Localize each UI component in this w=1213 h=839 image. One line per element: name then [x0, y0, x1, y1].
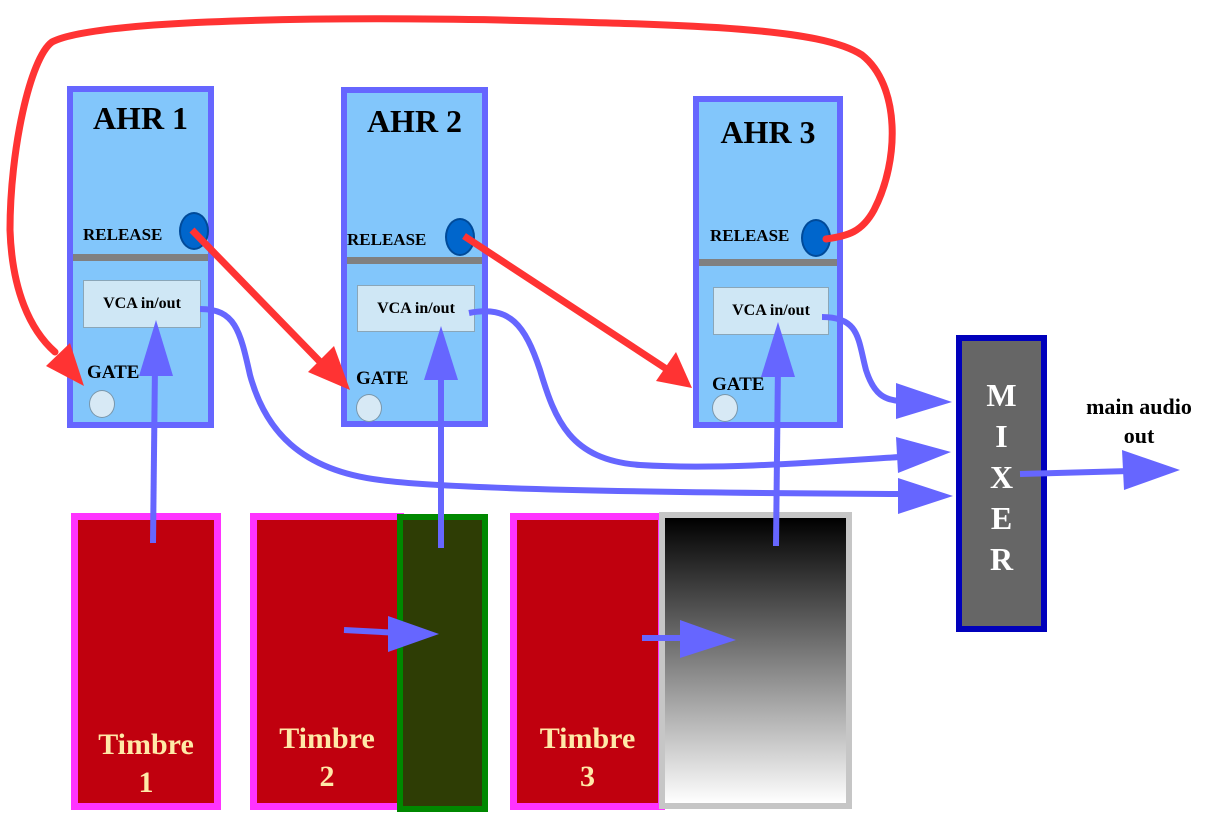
- release-2-to-gate-3-arrowhead: [656, 352, 692, 388]
- ahr-title: AHR 2: [366, 103, 463, 139]
- vca-in-out-box[interactable]: VCA in/out: [83, 280, 201, 328]
- gate-label: GATE: [87, 362, 140, 383]
- vca-in-out-box[interactable]: VCA in/out: [357, 285, 475, 332]
- timbre-label-line2: 1: [138, 766, 154, 799]
- gate-label: GATE: [356, 368, 409, 389]
- mixer-block: M I X E R: [956, 335, 1047, 632]
- timbre-label-line2: 2: [319, 760, 335, 793]
- timbre-3-gradient-block: [659, 512, 852, 809]
- vca-1-to-mixer-arrowhead: [898, 478, 953, 514]
- timbre-label-line1: Timbre: [98, 728, 194, 761]
- out-label-line1: main audio: [1086, 394, 1192, 419]
- mixer-letter: X: [989, 459, 1014, 495]
- module-divider: [699, 259, 837, 266]
- timbre-2-block: Timbre 2: [250, 513, 404, 810]
- release-knob[interactable]: [179, 212, 209, 250]
- timbre-label-line2: 3: [580, 760, 595, 793]
- ahr-module-1: AHR 1 RELEASE VCA in/out GATE: [67, 86, 214, 428]
- gate-jack[interactable]: [89, 390, 115, 418]
- release-knob[interactable]: [801, 219, 831, 257]
- mixer-letter: R: [989, 541, 1014, 577]
- release-label: RELEASE: [347, 230, 427, 249]
- module-divider: [73, 254, 208, 261]
- vca-in-out-box[interactable]: VCA in/out: [713, 287, 829, 335]
- ahr-title: AHR 1: [92, 100, 189, 136]
- mixer-letter: M: [986, 377, 1017, 413]
- timbre-label: Timbre 2: [257, 720, 397, 796]
- release-label: RELEASE: [83, 225, 163, 244]
- mixer-to-main-out-arrowhead: [1122, 450, 1180, 490]
- vca-3-to-mixer-arrowhead: [896, 383, 952, 419]
- release-knob[interactable]: [445, 218, 475, 256]
- release-label: RELEASE: [710, 226, 790, 245]
- gate-jack[interactable]: [712, 394, 738, 422]
- release-2-to-gate-3-wire: [462, 233, 670, 373]
- timbre-label-line1: Timbre: [539, 722, 636, 755]
- timbre-label-line1: Timbre: [279, 722, 375, 755]
- timbre-label: Timbre 3: [517, 720, 658, 796]
- mixer-letter: I: [995, 418, 1008, 454]
- timbre-label: Timbre 1: [78, 726, 214, 802]
- module-divider: [347, 257, 482, 264]
- gate-jack[interactable]: [356, 394, 382, 422]
- mixer-letter: E: [990, 500, 1013, 536]
- ahr-title: AHR 3: [720, 114, 816, 150]
- main-audio-out-label: main audio out: [1068, 392, 1210, 450]
- ahr-module-3: AHR 3 RELEASE VCA in/out GATE: [693, 96, 843, 428]
- timbre-1-block: Timbre 1: [71, 513, 221, 810]
- timbre-2-filter-bar: [397, 514, 488, 812]
- ahr-module-2: AHR 2 RELEASE VCA in/out GATE: [341, 87, 488, 427]
- timbre-3-block: Timbre 3: [510, 513, 665, 810]
- out-label-line2: out: [1123, 423, 1155, 448]
- vca-2-to-mixer-arrowhead: [896, 437, 951, 473]
- gate-label: GATE: [712, 374, 765, 395]
